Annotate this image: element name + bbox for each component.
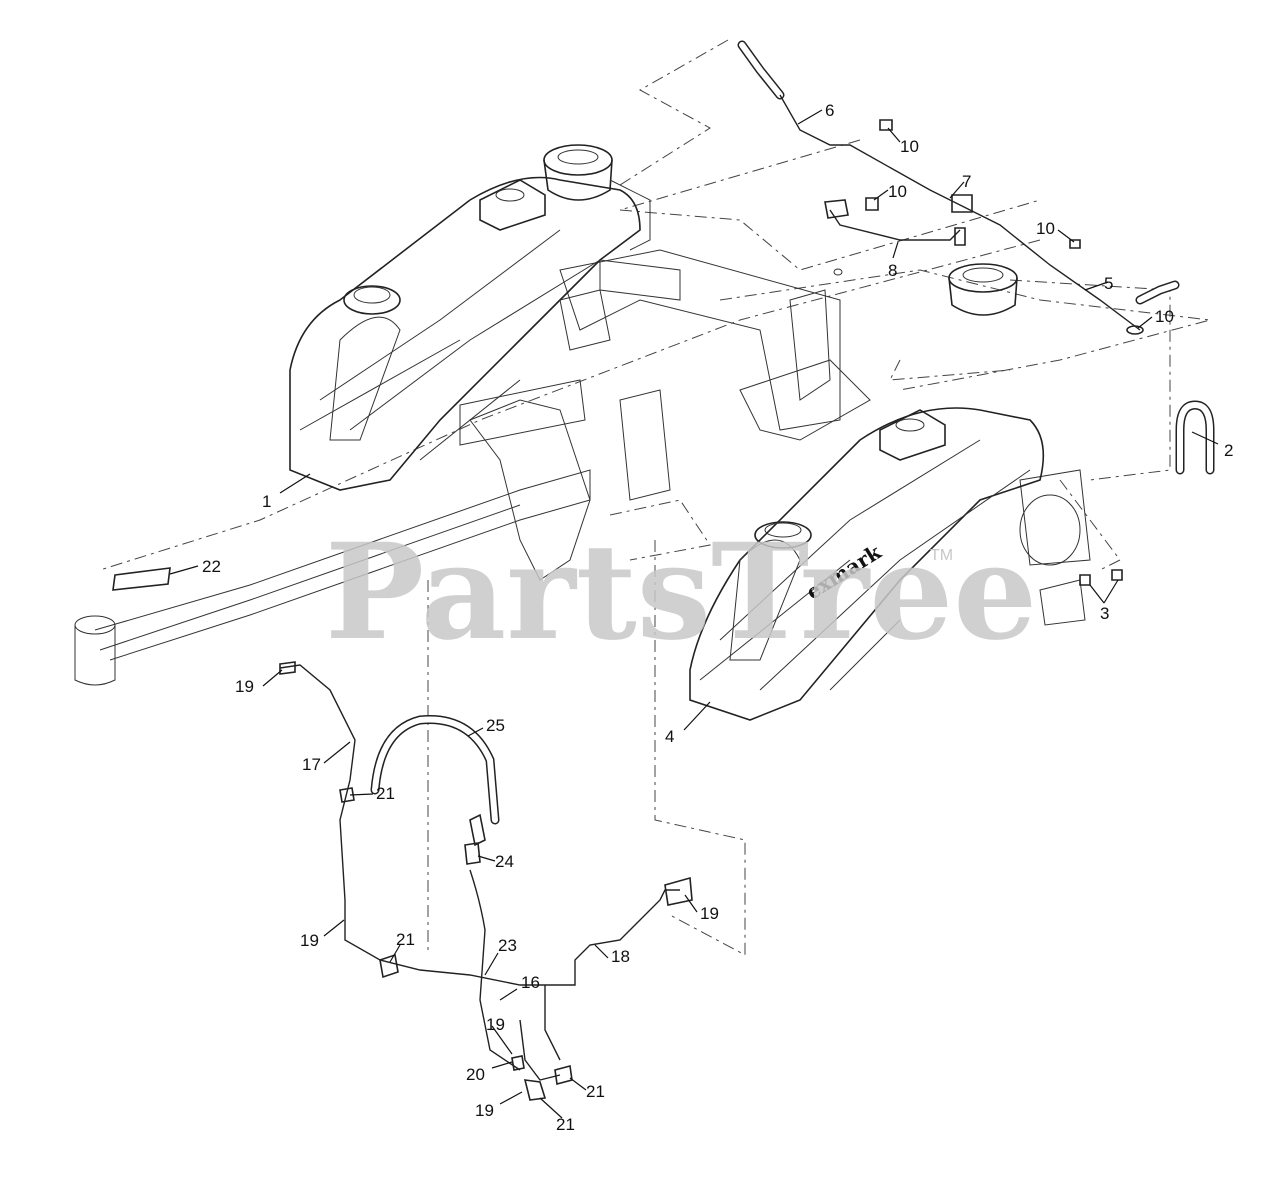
leader-lines [169, 109, 1219, 1119]
callout-23: 23 [498, 936, 517, 955]
callout-19-c: 19 [700, 904, 719, 923]
callout-20: 20 [466, 1065, 485, 1084]
callout-10-a: 10 [900, 137, 919, 156]
callout-21-c: 21 [586, 1082, 605, 1101]
callout-7: 7 [962, 172, 971, 191]
callout-21-a: 21 [376, 784, 395, 803]
callout-10-c: 10 [1036, 219, 1055, 238]
mower-frame [469, 249, 1091, 626]
callout-10-d: 10 [1155, 307, 1174, 326]
left-fuel-tank [289, 144, 651, 491]
watermark-text: PartsTree [325, 515, 1037, 670]
callout-22: 22 [202, 557, 221, 576]
callout-2: 2 [1224, 441, 1233, 460]
callout-19-b: 19 [300, 931, 319, 950]
callout-19-e: 19 [475, 1101, 494, 1120]
watermark-trademark: TM [930, 547, 953, 564]
callout-25: 25 [486, 716, 505, 735]
dashed-reference-lines [99, 39, 1211, 956]
front-cross-tube [74, 379, 591, 686]
callout-19-a: 19 [235, 677, 254, 696]
callouts: 1 2 3 4 5 6 7 8 10 10 10 10 16 17 18 19 … [202, 101, 1233, 1134]
vent-hose [1079, 400, 1215, 586]
callout-8: 8 [888, 261, 897, 280]
callout-16: 16 [521, 973, 540, 992]
callout-21-d: 21 [556, 1115, 575, 1134]
callout-21-b: 21 [396, 930, 415, 949]
callout-6: 6 [825, 101, 834, 120]
callout-5: 5 [1104, 274, 1113, 293]
callout-24: 24 [495, 852, 514, 871]
callout-18: 18 [611, 947, 630, 966]
callout-10-b: 10 [888, 182, 907, 201]
callout-19-d: 19 [486, 1015, 505, 1034]
callout-3: 3 [1100, 604, 1109, 623]
lower-fuel-lines [279, 661, 693, 1101]
callout-1: 1 [262, 492, 271, 511]
callout-17: 17 [302, 755, 321, 774]
callout-4: 4 [665, 727, 674, 746]
upper-fuel-lines [737, 40, 1180, 335]
